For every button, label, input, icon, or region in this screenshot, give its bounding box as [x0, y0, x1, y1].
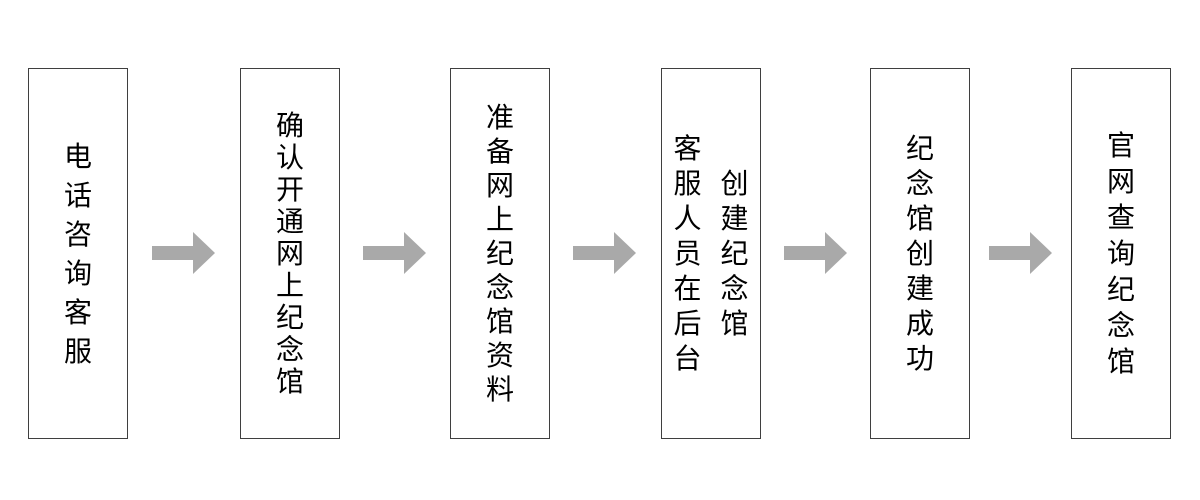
right-arrow-icon [784, 232, 847, 274]
flow-step-2: 确认开通网上纪念馆 [240, 68, 340, 439]
flow-step-5-label: 纪念馆创建成功 [906, 133, 935, 374]
flow-step-5: 纪念馆创建成功 [870, 68, 970, 439]
flow-step-1: 电话咨询客服 [28, 68, 128, 439]
flow-step-4: 客服人员在后台 创建纪念馆 [661, 68, 761, 439]
right-arrow-icon [573, 232, 636, 274]
flow-step-3-label: 准备网上纪念馆资料 [486, 101, 515, 405]
flow-step-6-label: 官网查询纪念馆 [1107, 129, 1136, 377]
right-arrow-shape [363, 232, 426, 274]
right-arrow-shape [989, 232, 1052, 274]
right-arrow-icon [989, 232, 1052, 274]
right-arrow-icon [152, 232, 215, 274]
flow-step-1-label: 电话咨询客服 [64, 140, 93, 367]
flow-step-6: 官网查询纪念馆 [1071, 68, 1171, 439]
flow-step-4-label-line-2: 创建纪念馆 [720, 168, 749, 339]
right-arrow-shape [152, 232, 215, 274]
flow-step-4-label-line-1: 客服人员在后台 [673, 133, 702, 374]
right-arrow-shape [573, 232, 636, 274]
flow-step-2-label: 确认开通网上纪念馆 [276, 109, 305, 397]
flow-step-3: 准备网上纪念馆资料 [450, 68, 550, 439]
right-arrow-shape [784, 232, 847, 274]
right-arrow-icon [363, 232, 426, 274]
